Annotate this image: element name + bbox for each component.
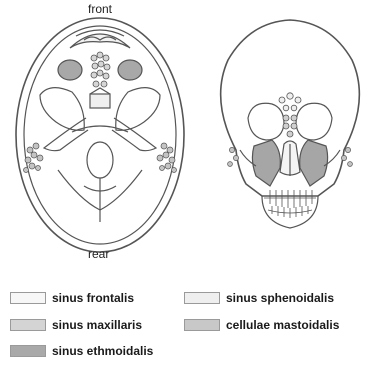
legend-label: sinus sphenoidalis [226, 291, 334, 305]
teeth-upper [264, 190, 316, 208]
foramen-magnum [87, 142, 113, 178]
legend-swatch [184, 292, 220, 304]
petrous-ridge-right [112, 118, 156, 151]
legend-item-maxillaris: sinus maxillaris [10, 318, 142, 332]
orbit-left [58, 60, 82, 80]
orbit-right-front [296, 103, 332, 140]
maxillary-sinus-left [252, 140, 280, 186]
frontal-sinus [70, 34, 130, 48]
label-rear: rear [88, 247, 109, 261]
petrous-ridge-left [44, 118, 88, 151]
mastoid-cells-left [24, 143, 44, 173]
skull-diagram [0, 0, 374, 260]
orbit-left-front [248, 103, 284, 140]
label-front: front [88, 2, 112, 16]
frontal-skull-view [221, 20, 360, 228]
mastoid-cells-right [157, 143, 177, 173]
legend-label: sinus frontalis [52, 291, 134, 305]
frontal-sinus-front [279, 93, 301, 111]
ethmoid-cells-axial [91, 52, 110, 87]
axial-skull-view [16, 18, 184, 252]
legend-swatch [184, 319, 220, 331]
legend-swatch [10, 319, 46, 331]
orbit-right [118, 60, 142, 80]
legend-swatch [10, 345, 46, 357]
ethmoid-cells-front [283, 115, 297, 137]
legend-label: sinus ethmoidalis [52, 344, 153, 358]
maxillary-sinus-right [300, 140, 328, 186]
legend-item-mastoidalis: cellulae mastoidalis [184, 318, 339, 332]
sphenoid-sinus-axial [90, 94, 110, 108]
teeth-lower [268, 206, 312, 218]
legend-label: sinus maxillaris [52, 318, 142, 332]
legend-item-sphenoidalis: sinus sphenoidalis [184, 291, 334, 305]
legend-item-ethmoidalis: sinus ethmoidalis [10, 344, 153, 358]
legend-item-frontalis: sinus frontalis [10, 291, 134, 305]
legend-swatch [10, 292, 46, 304]
legend-label: cellulae mastoidalis [226, 318, 339, 332]
